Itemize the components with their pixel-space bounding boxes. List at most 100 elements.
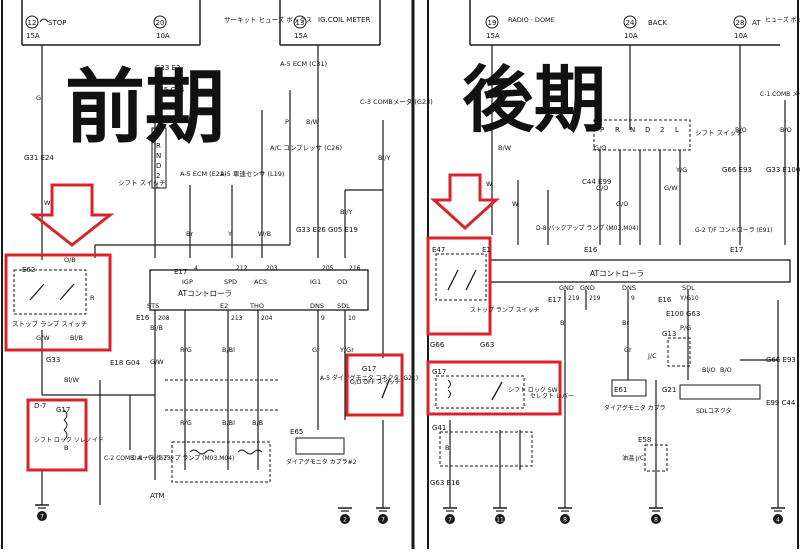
right-ground-0-num: 7	[448, 517, 452, 524]
shift-lock-label: シフト ロック ソレノイド	[34, 437, 104, 444]
left-wire-label-4: Br	[186, 230, 193, 238]
pin-bottom-4: SDL	[337, 302, 350, 310]
r-conn-e1: E1	[482, 246, 491, 254]
fuse-19-amp: 15A	[486, 32, 500, 40]
pin-top-num-1: 212	[236, 265, 248, 272]
conn-c3comb: C-3 COMBメータ (G23)	[360, 97, 433, 106]
fuse-19-num: 19	[488, 19, 497, 27]
r-conn-g63e16: G63 E16	[430, 479, 460, 487]
left-heading: 前期	[65, 61, 225, 154]
fuse-box2-label: ヒューズ ボックス No.2	[765, 16, 800, 24]
conn-a5l19: A-5 車速センサ (L19)	[220, 169, 284, 178]
solenoid-block	[171, 441, 271, 483]
r-conn-c1: C-1 COMB メータ (G58)	[760, 90, 800, 98]
conn-e17: E17	[174, 268, 187, 276]
r-conn-g66e93: G66 E93	[722, 166, 752, 174]
left-wire-label-13: Bl/W	[64, 376, 79, 384]
right-wire-label-1: B/W	[498, 144, 512, 152]
r-stop-lamp-highlight	[426, 236, 492, 336]
r-conn-e17b: E17	[548, 296, 561, 304]
r-conn-g13: G13	[662, 330, 676, 338]
diag-coupler-box	[295, 437, 345, 455]
r-conn-e17: E17	[730, 246, 743, 254]
pin-bottom-3: DNS	[310, 302, 324, 310]
r-conn-g2: G-2 T/F コントローラ (E91)	[695, 227, 773, 234]
pin-bottom-num-3: 9	[321, 315, 325, 322]
at-controller-box	[149, 269, 369, 311]
r-pin-num-1: 219	[589, 295, 601, 302]
right-panel: 19 15A RADIO · DOME 24 10A BACK 28 10A A…	[426, 0, 800, 549]
left-wire-label-7: Bl/Y	[378, 154, 390, 162]
r-conn-e16b: E16	[658, 296, 672, 304]
r-conn-g17: G17	[432, 368, 446, 376]
conn-a5ecm: A-5 ECM (C31)	[280, 60, 327, 68]
right-heading: 後期	[462, 58, 606, 142]
fuse-12-marker	[25, 15, 39, 29]
r-pin-num-0: 219	[568, 295, 580, 302]
right-wire-label-13: Bl/O	[702, 366, 716, 374]
right-ground-1-dot	[495, 514, 505, 524]
r-e58-label: 油温 J/C	[622, 454, 644, 462]
left-wire-label-21: Y/Gr	[339, 346, 354, 354]
left-down-arrow	[29, 183, 115, 247]
conn-c1: C1	[155, 111, 164, 119]
left-wire-label-17: R/G	[180, 419, 192, 427]
r-conn-e47: E47	[432, 246, 445, 254]
fuse-20-marker	[153, 15, 167, 29]
right-ground-1-num: 11	[496, 517, 504, 524]
conn-d7: D-7	[34, 402, 46, 410]
right-wire-label-6: W	[512, 200, 519, 208]
pin-bottom-num-2: 204	[261, 315, 273, 322]
shift-switch-box	[151, 127, 167, 189]
at-marker: ATM	[150, 492, 165, 500]
pin-bottom-2: THO	[249, 302, 264, 310]
conn-e16: E16	[136, 314, 150, 322]
left-wire-label-0: G	[36, 94, 41, 102]
shift-row-n: N	[156, 152, 161, 160]
r-conn-g63: G63	[480, 341, 494, 349]
r-stop-lamp-box	[435, 253, 487, 301]
r-pin-2: DNS	[622, 284, 636, 292]
r-conn-g21: G21	[662, 386, 676, 394]
shift-row-2: 2	[156, 172, 160, 180]
shift-row-r: R	[156, 142, 161, 150]
right-ground-3-dot	[651, 514, 661, 524]
r-diag-label: ダイアグモニタ カプラ	[604, 404, 666, 412]
pin-top-num-2: 203	[266, 265, 278, 272]
shift-lock-solenoid-highlight	[26, 398, 88, 472]
r-sdl-connector	[679, 384, 761, 400]
conn-e65: E65	[290, 428, 303, 436]
r-pin-3: SDL	[682, 284, 695, 292]
right-wire-label-9: G/O	[616, 200, 628, 208]
r-conn-e61: E61	[614, 386, 627, 394]
right-wire-label-10: P/G	[680, 324, 691, 332]
conn-a5ac: A/C コンプレッサ (C26)	[270, 144, 342, 152]
right-wire-label-0: W	[486, 180, 493, 188]
r-shift-switch-box	[593, 119, 691, 151]
fuse-28-num: 28	[736, 19, 745, 27]
r-shift-row-n: N	[630, 126, 635, 134]
fuse-20-num: 20	[156, 19, 165, 27]
conn-g31e24: G31 E24	[24, 154, 54, 162]
right-wire-label-16: B	[445, 444, 449, 452]
r-shift-row-p: P	[600, 126, 604, 134]
fuse-12-name: STOP	[48, 19, 66, 27]
conn-g17: G17	[56, 406, 70, 414]
left-wire-label-20: Gr	[312, 346, 320, 354]
r-conn-e99c44: E99 C44	[766, 399, 796, 407]
conn-d8: D-8 バックアップ ランプ (M03,M04)	[132, 455, 234, 462]
left-wire-label-1: W	[44, 199, 51, 207]
right-wire-label-12: G/W	[664, 184, 678, 192]
r-at-controller-label: ATコントローラ	[590, 269, 644, 278]
r-shift-lock-label: シフト ロック SW	[508, 387, 558, 394]
r-pin-0: GND	[559, 284, 574, 292]
pin-top-num-0: 4	[194, 265, 198, 272]
shift-row-l: L	[156, 182, 160, 190]
pin-bottom-num-0: 208	[158, 315, 170, 322]
r-pin-num-2: 9	[631, 295, 635, 302]
left-wire-label-22: G/W	[150, 358, 164, 366]
